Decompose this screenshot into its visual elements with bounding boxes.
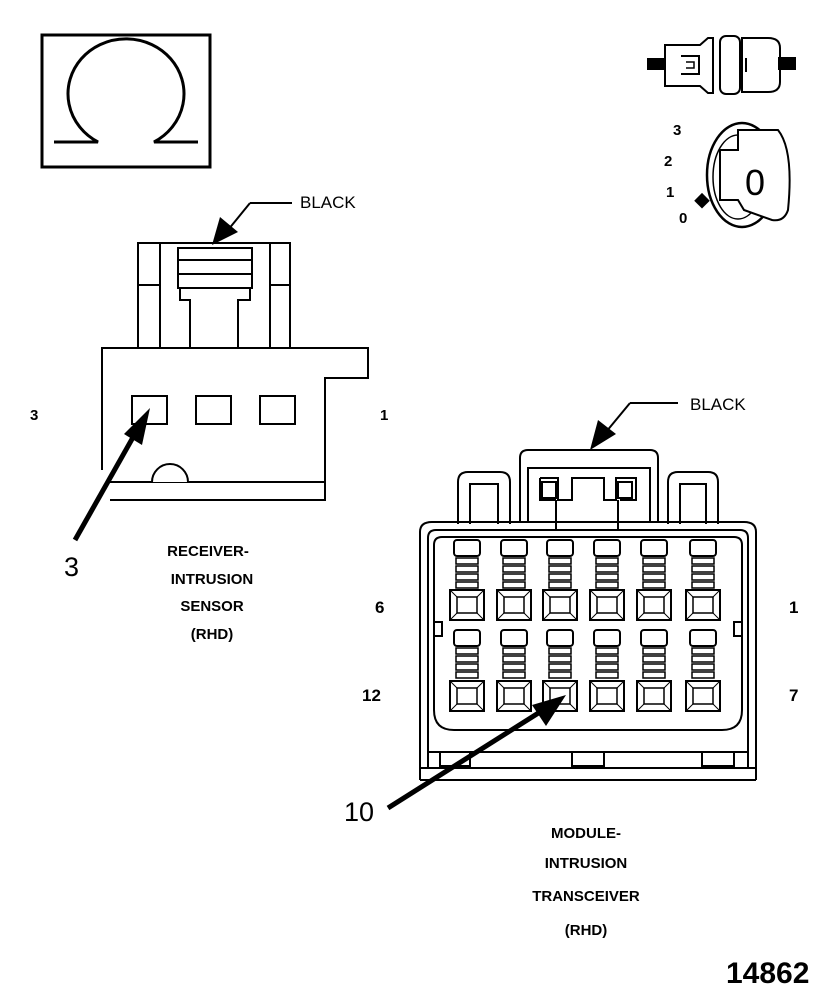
transceiver-cavity [636, 629, 672, 712]
figure-number: 14862 [726, 957, 809, 990]
disconnected-connector-icon [647, 35, 796, 95]
transceiver-cavities [449, 539, 721, 712]
ignition-key-icon: 0 3 2 1 0 [664, 121, 791, 229]
key-position-1: 1 [666, 184, 674, 201]
transceiver-callout-arrow [386, 695, 566, 811]
sensor-cavity-2 [195, 395, 232, 425]
transceiver-cavity [496, 539, 532, 621]
transceiver-row1-left-pin: 6 [375, 598, 384, 617]
sensor-callout-number: 3 [64, 552, 79, 582]
svg-text:TRANSCEIVER: TRANSCEIVER [532, 888, 640, 905]
svg-text:INTRUSION: INTRUSION [545, 855, 628, 872]
key-position-2: 2 [664, 153, 672, 170]
sensor-callout-arrow [72, 408, 150, 542]
transceiver-color-callout [590, 402, 678, 450]
receiver-intrusion-sensor-connector [101, 242, 369, 501]
sensor-pin-right: 1 [380, 407, 388, 424]
transceiver-row1-right-pin: 1 [789, 598, 798, 617]
transceiver-color-label: BLACK [690, 395, 746, 414]
svg-text:(RHD): (RHD) [565, 922, 608, 939]
sensor-cavity-3 [131, 395, 168, 425]
sensor-name: RECEIVER- INTRUSION SENSOR (RHD) [167, 543, 253, 643]
ohm-symbol-icon [40, 33, 212, 169]
transceiver-cavity [589, 539, 625, 621]
transceiver-cavity [496, 629, 532, 712]
transceiver-callout-number: 10 [344, 797, 374, 827]
svg-text:MODULE-: MODULE- [551, 825, 621, 842]
sensor-cavity-1 [259, 395, 296, 425]
svg-text:SENSOR: SENSOR [180, 598, 244, 615]
svg-text:0: 0 [745, 162, 765, 203]
module-intrusion-transceiver-connector [419, 449, 757, 781]
transceiver-cavity [449, 539, 485, 621]
transceiver-cavity [449, 629, 485, 712]
key-position-0: 0 [679, 210, 687, 227]
sensor-color-label: BLACK [300, 193, 356, 212]
sensor-color-callout [212, 202, 292, 245]
key-position-3: 3 [673, 122, 681, 139]
transceiver-cavity [636, 539, 672, 621]
transceiver-cavity [685, 629, 721, 712]
transceiver-name: MODULE- INTRUSION TRANSCEIVER (RHD) [532, 825, 640, 939]
transceiver-row2-left-pin: 12 [362, 686, 381, 705]
transceiver-row2-right-pin: 7 [789, 686, 798, 705]
transceiver-cavity [542, 539, 578, 621]
svg-text:INTRUSION: INTRUSION [171, 571, 254, 588]
transceiver-cavity [685, 539, 721, 621]
svg-text:(RHD): (RHD) [191, 626, 234, 643]
sensor-pin-left: 3 [30, 407, 38, 424]
svg-text:RECEIVER-: RECEIVER- [167, 543, 249, 560]
transceiver-cavity [589, 629, 625, 712]
